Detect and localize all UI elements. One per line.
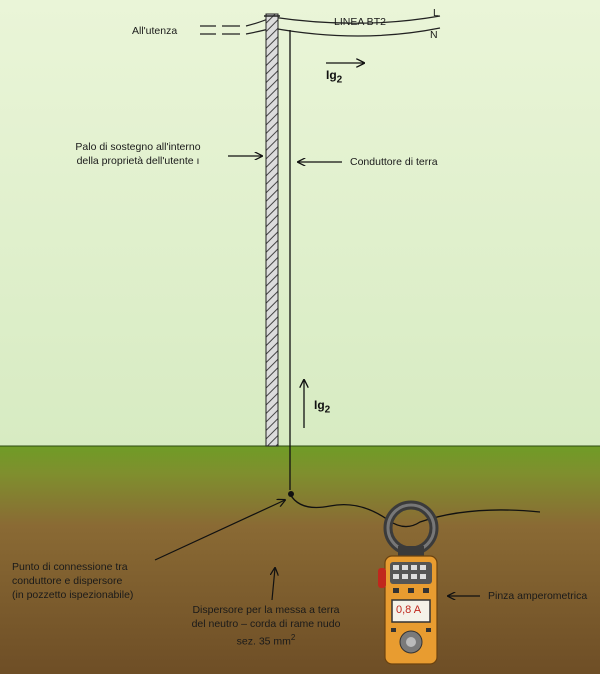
sky xyxy=(0,0,600,446)
ground xyxy=(0,446,600,674)
connection-point xyxy=(288,491,294,497)
meter-display-value: 0,8 A xyxy=(396,604,422,616)
ig-label-top: Ig2 xyxy=(326,68,343,86)
phase-n-label: N xyxy=(430,29,438,41)
phase-l-label: L xyxy=(433,7,439,19)
clamp-meter xyxy=(378,500,439,665)
utenza-label: All'utenza xyxy=(132,25,178,37)
dispersore-label: Dispersore per la messa a terra del neut… xyxy=(191,604,341,648)
dispersore-pointer-arrow xyxy=(272,568,275,601)
conduttore-label: Conduttore di terra xyxy=(350,156,438,168)
punto-pointer-arrow xyxy=(154,500,285,561)
linea-label: LINEA BT2 xyxy=(334,16,386,28)
palo-label: Palo di sostegno all'interno della propr… xyxy=(75,141,201,167)
support-pole xyxy=(265,13,279,447)
meter-screen xyxy=(391,599,431,623)
pinza-label: Pinza amperometrica xyxy=(488,590,588,602)
punto-label: Punto di connessione tra conduttore e di… xyxy=(12,561,134,601)
ig-label-bottom: Ig2 xyxy=(314,398,331,416)
